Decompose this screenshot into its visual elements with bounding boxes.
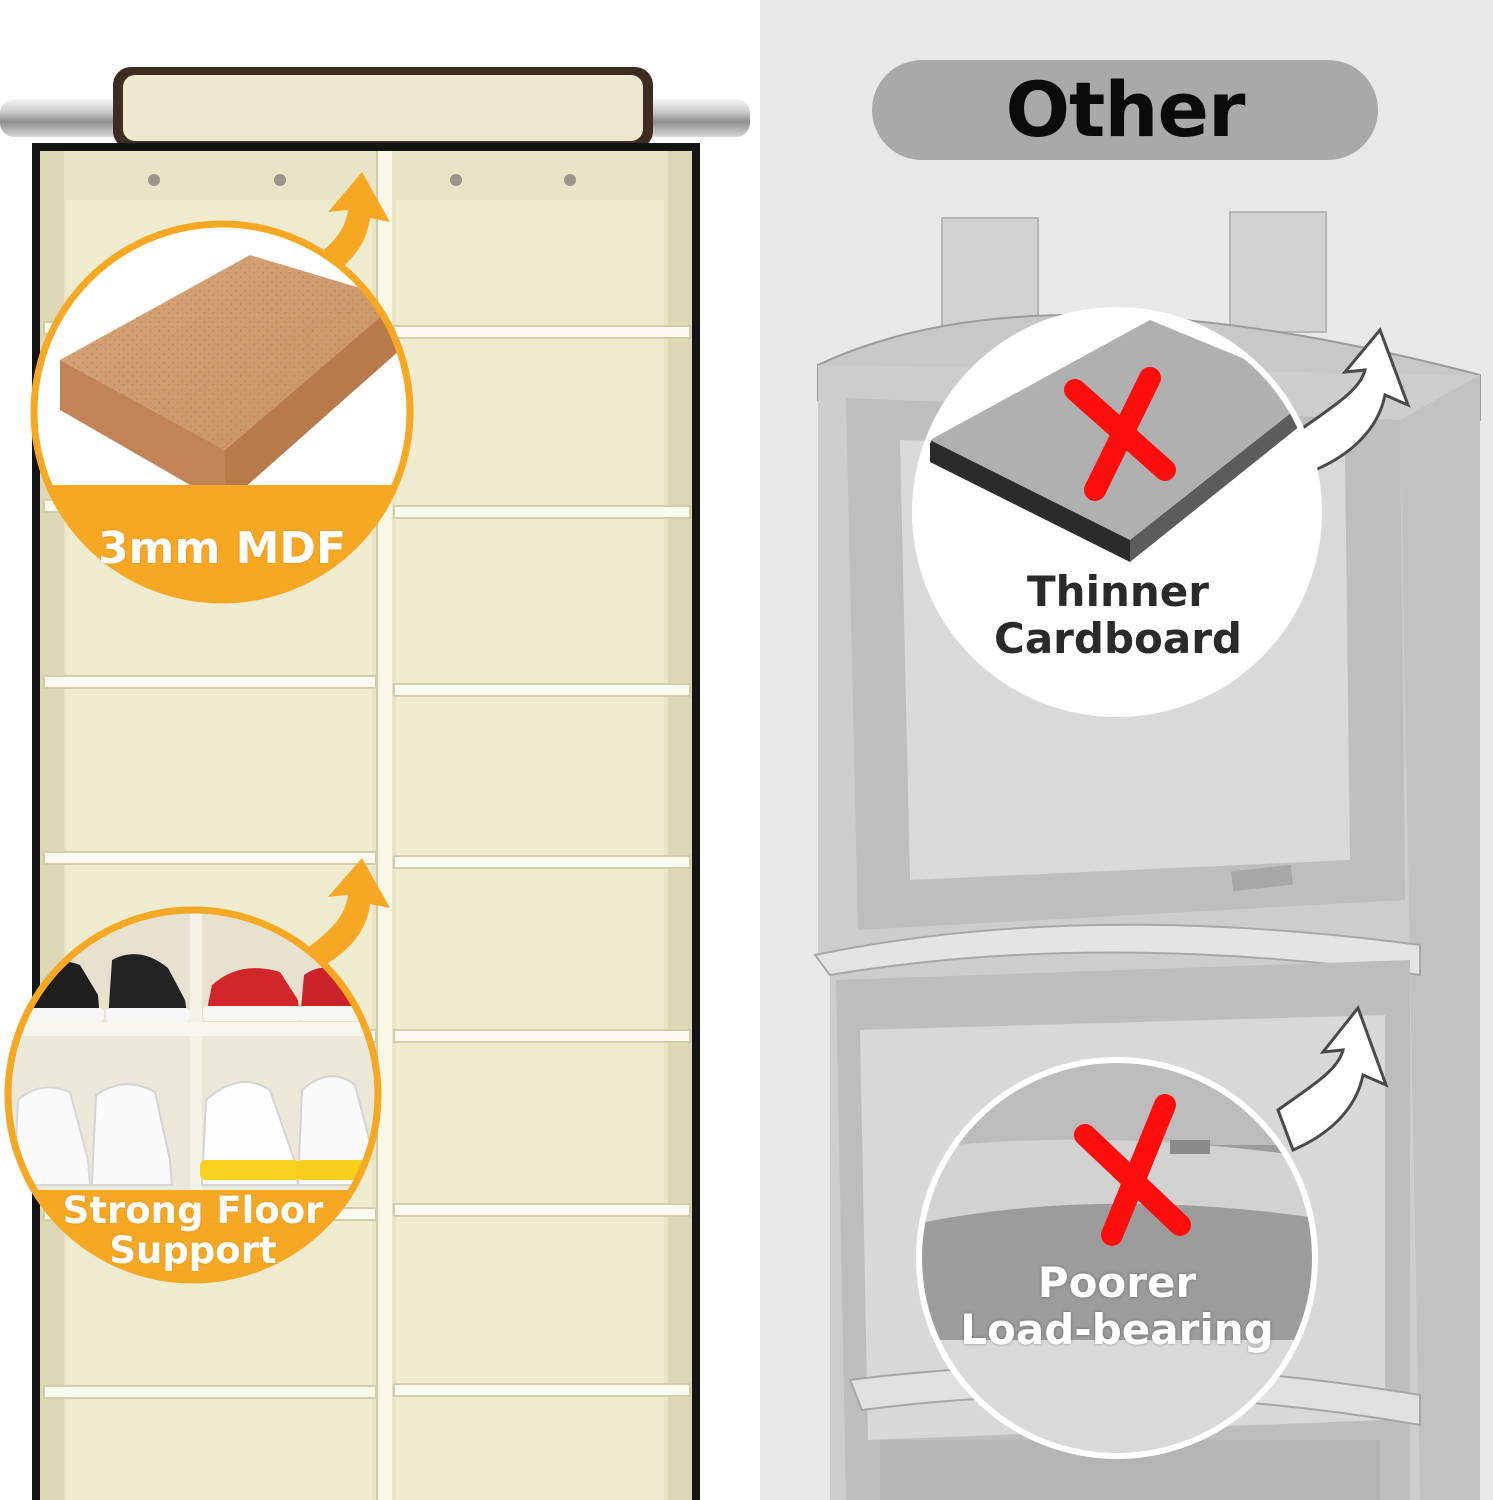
load-bearing-feature-badge: [916, 1057, 1318, 1459]
floor-callout-arrow-icon: [298, 858, 390, 972]
mdf-label: 3mm MDF: [98, 523, 346, 574]
cardboard-label: Thinner Cardboard: [994, 567, 1242, 664]
other-heading-pill: Other: [872, 60, 1378, 160]
grommet: [274, 174, 286, 186]
other-heading: Other: [1005, 65, 1245, 154]
hanging-strap: [941, 217, 1039, 329]
grommet: [564, 174, 576, 186]
grommet: [450, 174, 462, 186]
floor-support-label: Strong Floor Support: [62, 1189, 324, 1272]
cream-organizer-product: [0, 67, 750, 1500]
mdf-feature-badge: [30, 220, 414, 604]
cross-mark-icon: [1064, 367, 1176, 501]
gray-shelf: [813, 923, 1421, 977]
white-sneakers: [12, 1075, 378, 1186]
load-callout-arrow-icon: [1276, 1004, 1389, 1152]
hanging-strap: [1229, 211, 1327, 333]
shelf-lines-right: [393, 325, 691, 1397]
cross-mark-icon: [1074, 1094, 1191, 1246]
cardboard-callout-arrow-icon: [1298, 327, 1411, 472]
cardboard-feature-badge: [912, 307, 1322, 717]
grommet: [148, 174, 160, 186]
load-bearing-label: Poorer Load-bearing: [960, 1258, 1274, 1355]
